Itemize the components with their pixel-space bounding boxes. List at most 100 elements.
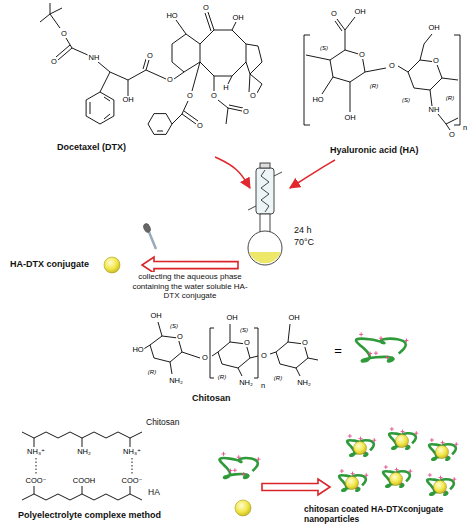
positive-charge xyxy=(408,469,412,473)
stopper xyxy=(260,163,270,168)
ha-dtx-particle xyxy=(390,473,403,486)
positive-charge xyxy=(242,472,246,476)
atom-label: (S) xyxy=(239,326,249,334)
atom-label: COO⁻ xyxy=(24,477,47,485)
node-text: Docetaxel (DTX) xyxy=(57,142,126,152)
positive-charge xyxy=(368,352,372,356)
atom-label: NH₂ xyxy=(76,448,92,456)
positive-charge xyxy=(359,437,363,441)
chitosan-coil xyxy=(427,479,454,495)
ionic-interaction xyxy=(36,458,132,475)
atom-label: O xyxy=(186,92,194,100)
dropper-bulb xyxy=(143,223,152,234)
positive-charge xyxy=(372,438,376,442)
positive-charge xyxy=(348,434,352,438)
condenser-coil xyxy=(261,170,269,212)
compound-label: Hyaluronic acid (HA) xyxy=(298,2,466,160)
chitosan-coil xyxy=(389,433,416,449)
node-text: chitosan coated HA-DTXconjugate nanopart… xyxy=(304,505,464,525)
atom-label: COO⁻ xyxy=(120,477,143,485)
ha-chain xyxy=(22,486,142,500)
ha-dtx-particle xyxy=(434,481,447,494)
positive-charge xyxy=(405,338,409,342)
flask-liquid xyxy=(249,252,281,263)
atom-label: O xyxy=(330,10,338,18)
bond-lines xyxy=(40,3,262,134)
node-text: 70°C xyxy=(294,237,314,247)
product-label: HA-DTX conjugate xyxy=(8,254,142,276)
positive-charge xyxy=(237,455,241,459)
atom-label: COOH xyxy=(72,477,97,485)
ha-dtx-particle xyxy=(235,500,251,516)
polyelectrolyte-structure xyxy=(22,432,142,500)
atom-label: OH xyxy=(149,312,162,320)
process-arrow xyxy=(142,257,238,273)
positive-charge xyxy=(385,355,389,359)
positive-charge xyxy=(454,442,458,446)
chitosan-coil xyxy=(356,339,406,362)
ha-dtx-particle xyxy=(354,442,367,455)
atom-label: NH xyxy=(88,54,101,62)
atom-label: O xyxy=(146,52,154,60)
chitosan-coil xyxy=(220,458,258,478)
atom-label: O xyxy=(210,92,218,100)
atom-label: NH₃⁺ xyxy=(122,448,142,456)
ha-dtx-particle xyxy=(104,257,120,273)
chitosan-coil xyxy=(429,444,456,460)
atom-label: O xyxy=(202,4,210,12)
chitosan-chain xyxy=(22,432,142,447)
positive-charge xyxy=(359,332,363,336)
reaction-arrow xyxy=(290,160,335,188)
atom-label: NH xyxy=(428,106,441,114)
nanoparticle-label: chitosan coated HA-DTXconjugate nanopart… xyxy=(300,425,468,529)
flask-neck xyxy=(260,214,270,232)
positive-charge xyxy=(430,438,434,442)
positive-charge xyxy=(256,457,260,461)
atom-label: O xyxy=(432,57,440,65)
positive-charge xyxy=(379,336,383,340)
atom-label: (S) xyxy=(319,44,329,52)
atom-label: O xyxy=(448,131,456,139)
flask-body xyxy=(248,231,282,265)
atom-label: O xyxy=(249,92,257,100)
node-text: Hyaluronic acid (HA) xyxy=(330,145,419,155)
positive-charge xyxy=(401,430,405,434)
positive-charge xyxy=(384,465,388,469)
atom-label: O xyxy=(260,352,268,360)
node-text: 24 h xyxy=(294,225,312,235)
atom-label: (R) xyxy=(445,94,455,102)
atom-label: NH₃⁺ xyxy=(26,448,46,456)
docetaxel-structure xyxy=(40,3,262,134)
atom-label: OH xyxy=(427,24,440,32)
edge-label: collecting the aqueous phase containing … xyxy=(128,272,252,301)
positive-charge xyxy=(390,427,394,431)
positive-charge xyxy=(364,473,368,477)
positive-charge xyxy=(428,473,432,477)
node-text: Chitosan xyxy=(192,393,231,403)
reaction-conditions: 24 h 70°C xyxy=(238,188,326,270)
positive-charge xyxy=(452,477,456,481)
condenser-jacket xyxy=(256,168,274,214)
atom-label: (R) xyxy=(147,368,157,376)
atom-label: OH xyxy=(343,114,356,122)
positive-charge xyxy=(233,468,237,472)
atom-label: O xyxy=(50,58,58,66)
atom-label: (R) xyxy=(369,82,379,90)
atom-label: NH₂ xyxy=(296,379,312,387)
atom-label: O xyxy=(166,76,174,84)
positive-charge xyxy=(228,469,232,473)
atom-label: O xyxy=(301,339,309,347)
process-arrow xyxy=(262,479,330,495)
node-text: Chitosan xyxy=(146,418,180,428)
bond-lines xyxy=(304,17,460,130)
atom-label: O xyxy=(176,333,184,341)
atom-label: O xyxy=(243,339,251,347)
atom-label: (R) xyxy=(273,374,283,382)
positive-charge xyxy=(439,476,443,480)
atom-label: HO xyxy=(165,12,178,20)
reaction-arrow xyxy=(215,157,250,188)
atom-label: H xyxy=(222,84,229,92)
node-text: Polyelectrolyte complexe method xyxy=(18,510,161,520)
atom-label: OH xyxy=(353,8,366,16)
atom-label: (S) xyxy=(401,96,411,104)
